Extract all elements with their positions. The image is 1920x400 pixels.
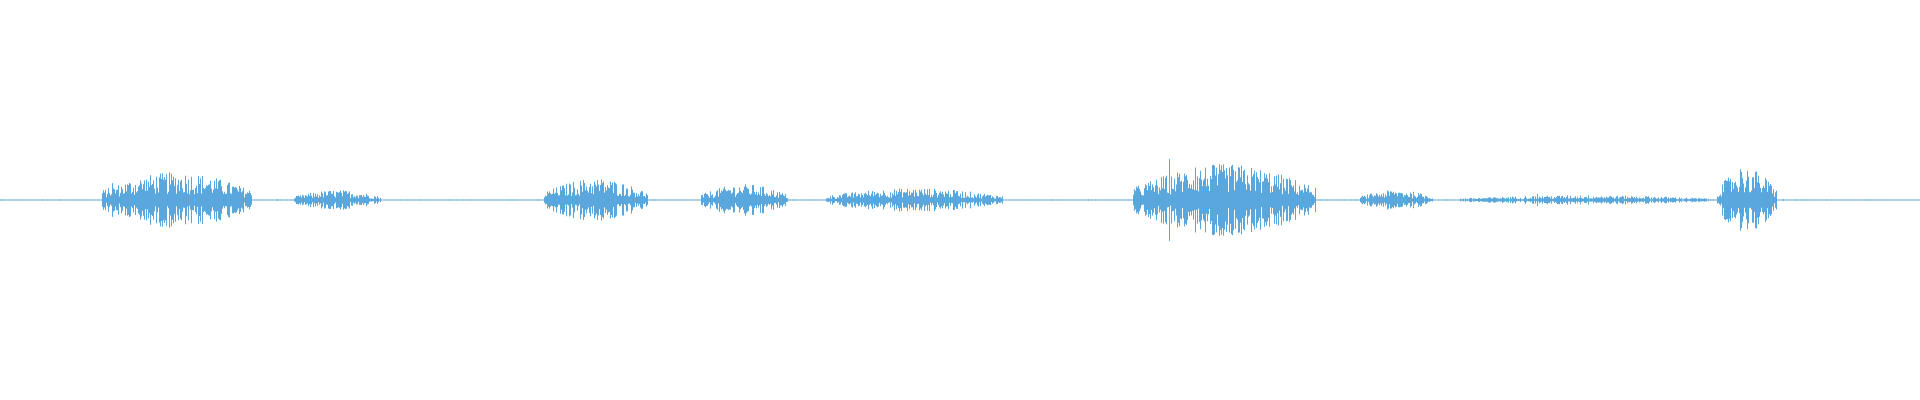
waveform-signal [0, 159, 1920, 241]
waveform-path [0, 159, 1920, 241]
